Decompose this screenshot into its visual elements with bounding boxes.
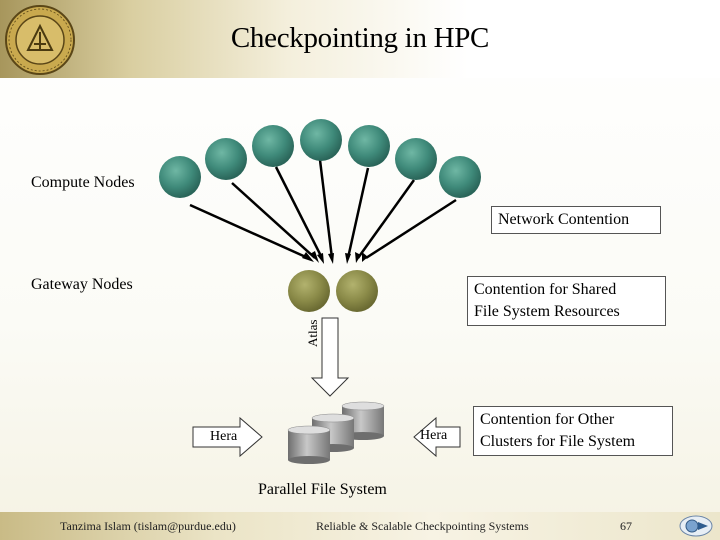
parallel-file-system-label: Parallel File System [258,481,387,498]
link-5 [346,167,370,259]
atlas-label: Atlas [305,319,320,347]
shared-fs-contention-box: Contention for Shared File System Resour… [467,276,666,326]
atlas-arrow [310,317,350,397]
shared-fs-contention-line1: Contention for Shared [474,281,617,298]
storage-disk [287,425,331,464]
link-4 [318,159,334,259]
title-bar [0,0,720,78]
link-3 [274,166,324,259]
slide-title: Checkpointing in HPC [230,22,490,54]
network-links [189,159,457,260]
shared-fs-contention-line2: File System Resources [474,303,620,320]
compute-node [395,138,437,180]
gateway-node [336,270,378,312]
gateway-node [288,270,330,312]
compute-node [300,119,342,161]
compute-nodes-label: Compute Nodes [31,174,135,191]
link-2 [231,182,316,259]
other-clusters-contention-line2: Clusters for File System [480,433,636,450]
gateway-nodes [288,270,378,312]
compute-node [205,138,247,180]
hera-right-label: Hera [420,428,448,443]
link-7 [365,198,457,260]
compute-node [159,156,201,198]
compute-node [348,125,390,167]
storage-cylinders [287,401,385,464]
link-1 [189,203,309,260]
hera-left-arrow [192,416,263,458]
compute-nodes [159,119,481,198]
compute-node [252,125,294,167]
navigation-icon[interactable] [678,514,714,538]
other-clusters-contention-box: Contention for Other Clusters for File S… [473,406,673,456]
gateway-nodes-label: Gateway Nodes [31,276,133,293]
link-6 [356,179,416,259]
footer-page-number: 67 [620,519,632,533]
hera-left-label: Hera [210,429,238,444]
footer-talk-title: Reliable & Scalable Checkpointing System… [316,519,529,533]
university-seal-logo [5,5,75,75]
hera-right-arrow [413,416,461,458]
footer-author: Tanzima Islam (tislam@purdue.edu) [60,519,236,533]
network-contention-box: Network Contention [491,206,661,234]
other-clusters-contention-line1: Contention for Other [480,411,615,428]
compute-node [439,156,481,198]
footer-bar [0,512,720,540]
network-contention-text: Network Contention [498,211,630,228]
link-arrowheads [302,251,368,264]
